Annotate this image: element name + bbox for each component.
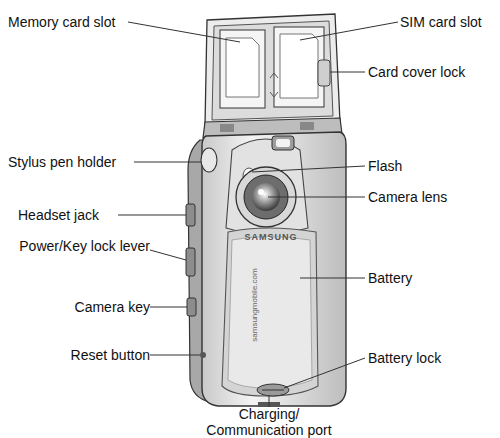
part-label: Charging/ Communication port <box>200 406 338 438</box>
part-label: Headset jack <box>18 207 128 223</box>
part-label: Battery lock <box>368 350 488 366</box>
part-label: Stylus pen holder <box>8 154 138 170</box>
website-print: samsungmobile.com <box>250 250 260 360</box>
part-label: Reset button <box>20 347 150 363</box>
part-label: Card cover lock <box>368 64 498 80</box>
part-label: SIM card slot <box>400 14 500 30</box>
part-label: Flash <box>368 158 488 174</box>
brand-logo: SAMSUNG <box>238 232 304 243</box>
part-label: Camera lens <box>368 189 488 205</box>
part-label: Memory card slot <box>8 14 148 30</box>
part-label: Battery <box>368 270 488 286</box>
part-label: Camera key <box>30 299 150 315</box>
part-label: Power/Key lock lever <box>8 238 150 254</box>
